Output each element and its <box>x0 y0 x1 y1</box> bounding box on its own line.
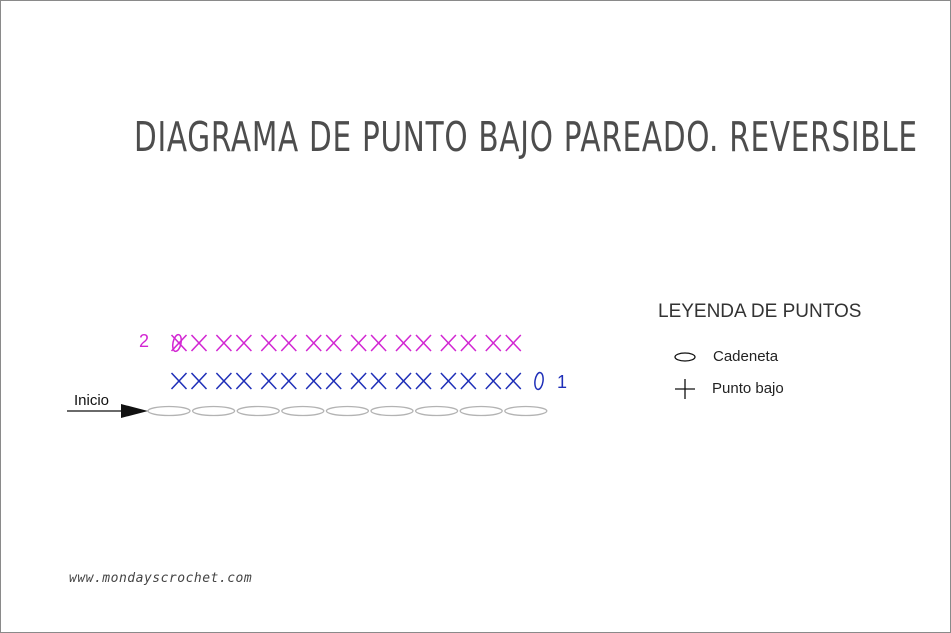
row-1-stitch <box>325 372 342 390</box>
row-1-stitch-stroke <box>260 372 277 390</box>
row-1-stitch-stroke <box>170 372 188 390</box>
start-label: Inicio <box>74 392 109 409</box>
row-1-stitch <box>305 372 322 390</box>
row-1-stitch <box>440 372 457 390</box>
chain-oval-icon <box>674 352 696 362</box>
chain-stitch <box>459 405 503 417</box>
row-2-stitch <box>415 334 432 352</box>
row-2-stitch <box>440 334 457 352</box>
row-1-stitch-stroke <box>190 372 208 390</box>
row-1-stitch-stroke <box>350 372 367 390</box>
chain-stitch <box>370 405 414 417</box>
chain-stitch <box>325 405 370 417</box>
row-2-stitch-stroke <box>415 334 432 352</box>
row-2-stitch <box>305 334 322 352</box>
legend-label-chain: Cadeneta <box>713 348 779 365</box>
row-2-stitch-stroke <box>485 334 502 352</box>
row-1-stitch-stroke <box>370 372 387 390</box>
row-1-stitch <box>395 372 412 390</box>
row-2-stitch <box>505 334 522 352</box>
website-url: www.mondayscrochet.com <box>69 571 253 586</box>
row-2-turning-chain <box>171 333 183 353</box>
row-1-stitch <box>260 372 277 390</box>
cross-icon <box>675 379 695 399</box>
row-2-stitch-stroke <box>505 334 522 352</box>
chain-stitch <box>191 405 236 417</box>
row-1-stitch <box>460 372 477 390</box>
row-2-stitch <box>485 334 502 352</box>
row-1-stitch <box>170 372 188 390</box>
row-1-stitch <box>215 372 232 390</box>
row-2-stitch-stroke <box>440 334 457 352</box>
legend-title: LEYENDA DE PUNTOS <box>658 301 862 322</box>
row-2-stitch <box>395 334 412 352</box>
row-2-stitch-stroke <box>235 334 252 352</box>
row-2-stitch <box>460 334 477 352</box>
row-1-stitch <box>370 372 387 390</box>
row-2-stitch-stroke <box>280 334 297 352</box>
row-1-stitch-stroke <box>325 372 342 390</box>
row-2-stitch <box>280 334 297 352</box>
row-1-stitch <box>415 372 432 390</box>
row-1-stitch-stroke <box>235 372 252 390</box>
row-1-stitch <box>190 372 208 390</box>
chain-stitch <box>281 405 325 417</box>
row-2-stitch-stroke <box>325 334 342 352</box>
row-1-stitch <box>505 372 522 390</box>
page-title: DIAGRAMA DE PUNTO BAJO PAREADO. REVERSIB… <box>134 113 918 161</box>
row-1-stitch <box>235 372 252 390</box>
start-arrow <box>67 404 148 418</box>
foundation-chain <box>147 405 548 417</box>
row-2-stitch-stroke <box>370 334 387 352</box>
row-1-stitches <box>170 372 522 390</box>
row-1-stitch-stroke <box>505 372 522 390</box>
row-2-stitch-stroke <box>260 334 277 352</box>
row-2-stitch <box>350 334 367 352</box>
row-2-stitch <box>235 334 252 352</box>
row-1-stitch-stroke <box>395 372 412 390</box>
row-2-stitch-stroke <box>395 334 412 352</box>
row-1-stitch-stroke <box>280 372 297 390</box>
row-1-stitch-stroke <box>485 372 502 390</box>
row-1-stitch-stroke <box>215 372 232 390</box>
row-2-stitch <box>370 334 387 352</box>
row-2-stitch <box>260 334 277 352</box>
row-1-stitch <box>485 372 502 390</box>
row-2-stitch-stroke <box>215 334 232 352</box>
row-2-stitches <box>170 334 522 352</box>
row-2-stitch-stroke <box>190 334 208 352</box>
row-2-stitch <box>215 334 232 352</box>
row-1-stitch-stroke <box>460 372 477 390</box>
row-2-stitch <box>325 334 342 352</box>
row-2-stitch-stroke <box>350 334 367 352</box>
chain-stitch <box>147 405 191 417</box>
chain-stitch <box>414 405 459 417</box>
chain-stitch <box>504 405 548 417</box>
legend-label-single-crochet: Punto bajo <box>712 380 784 397</box>
row-1-stitch <box>280 372 297 390</box>
row-1-stitch-stroke <box>440 372 457 390</box>
row-2-stitch-stroke <box>305 334 322 352</box>
row-2-label: 2 <box>139 331 149 351</box>
row-2-stitch-stroke <box>170 334 188 352</box>
row-1-stitch-stroke <box>305 372 322 390</box>
row-1-turning-chain <box>534 371 544 391</box>
row-2-stitch-stroke <box>460 334 477 352</box>
row-1-stitch-stroke <box>415 372 432 390</box>
row-1-label: 1 <box>557 372 567 392</box>
row-1-stitch <box>350 372 367 390</box>
row-2-stitch <box>190 334 208 352</box>
chain-stitch <box>236 405 280 417</box>
